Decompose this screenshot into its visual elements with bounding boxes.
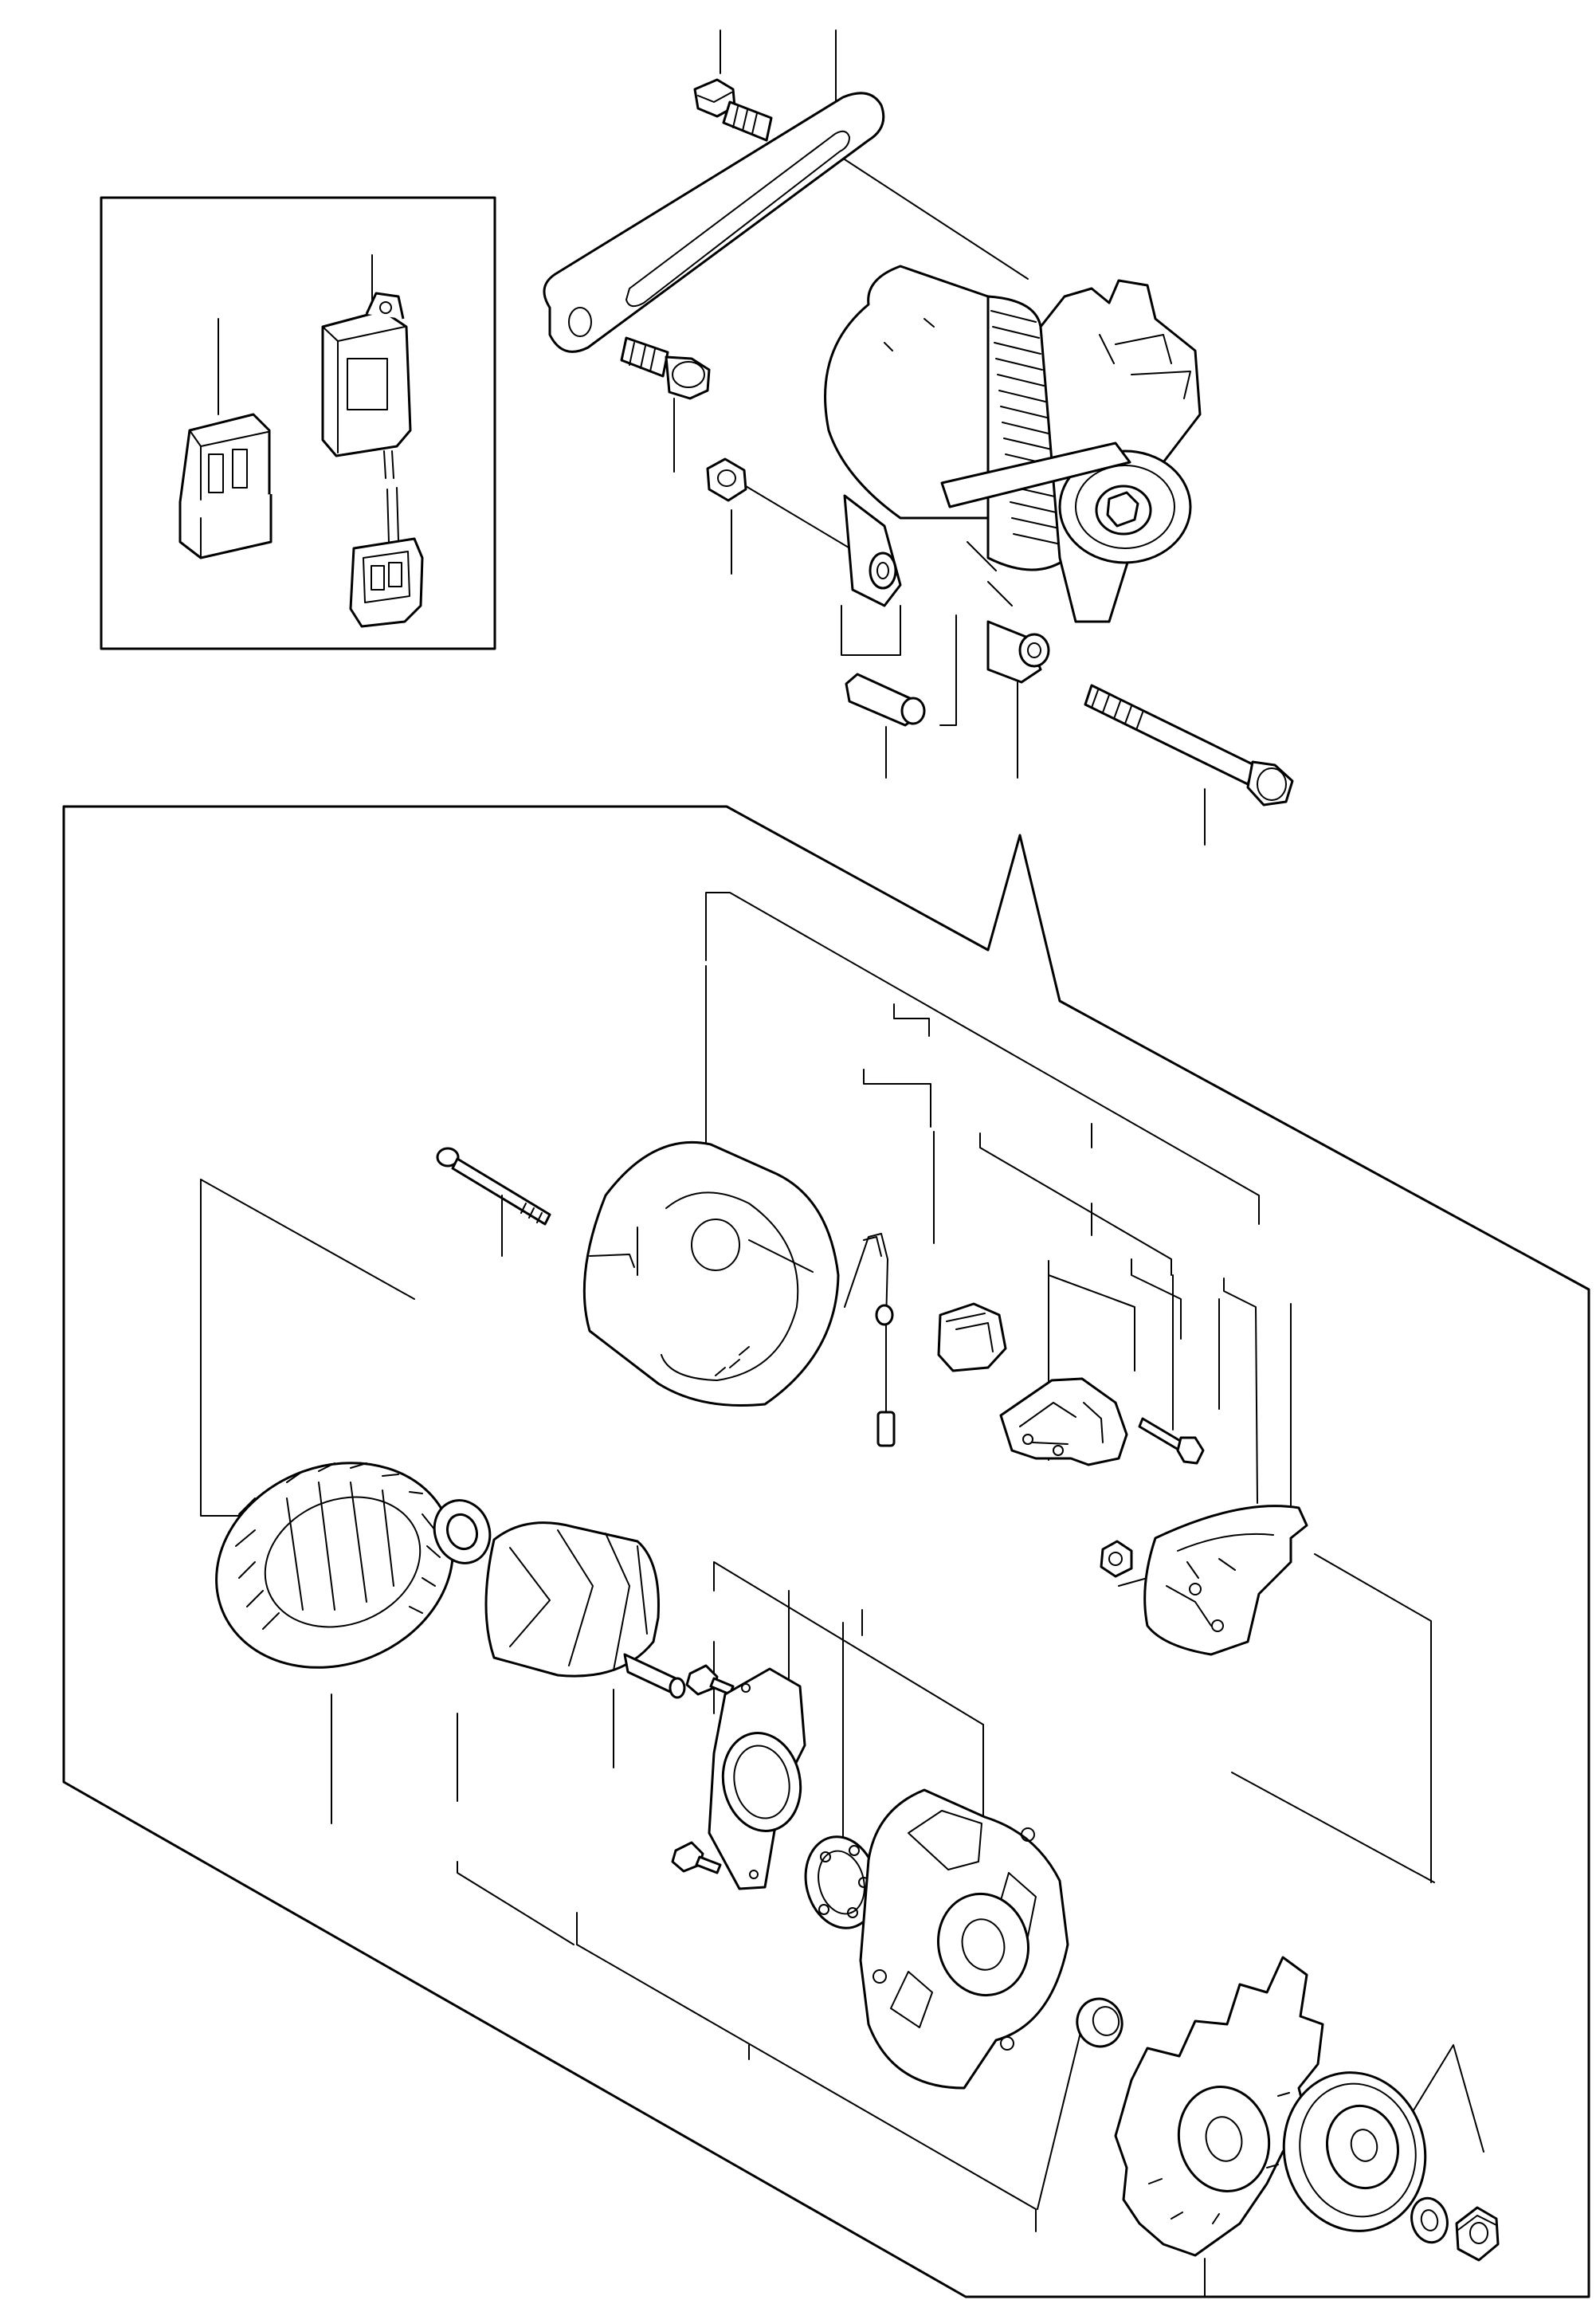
spacer-collar (841, 605, 957, 779)
wiring-plug (349, 487, 424, 628)
rotor (484, 1521, 686, 1768)
brush-holder (937, 1302, 1007, 1372)
plate-screw-lower (671, 1841, 722, 1874)
regulator-module (321, 292, 412, 479)
exploded-frame (62, 805, 1590, 2298)
rectifier-plate (1100, 1505, 1308, 1656)
assembly (543, 29, 1294, 846)
connector-housing (178, 413, 273, 559)
bracket-bolt (620, 336, 711, 400)
washer (1410, 2196, 1449, 2244)
spacer (1076, 1997, 1123, 2048)
rectifier-holder (999, 1377, 1128, 1466)
adjusting-bracket (543, 92, 1029, 353)
through-bolt-long (436, 1147, 551, 1257)
cooling-fan (1114, 1956, 1324, 2257)
pulley-nut (1455, 2206, 1500, 2262)
bearing-rear (433, 1499, 492, 1564)
retainer-plate (708, 1667, 806, 1890)
bearing-front (804, 1835, 879, 1929)
small-screw (1138, 1417, 1205, 1465)
connector-inset (100, 196, 496, 650)
through-bolt (1084, 684, 1294, 846)
inset-frame (100, 196, 496, 650)
terminal-nut (1131, 1258, 1220, 1410)
stator (215, 1462, 454, 1669)
adjusting-bolt (693, 78, 773, 142)
bushing-nut (706, 457, 853, 551)
exploded-view (62, 805, 1590, 2298)
rear-cover (582, 1140, 840, 1407)
alternator-assembly (824, 265, 1202, 684)
plate-screw-upper (685, 1664, 735, 1696)
front-housing (859, 1788, 1069, 2090)
terminal-wire (844, 1233, 896, 1447)
pulley (1282, 2071, 1427, 2232)
